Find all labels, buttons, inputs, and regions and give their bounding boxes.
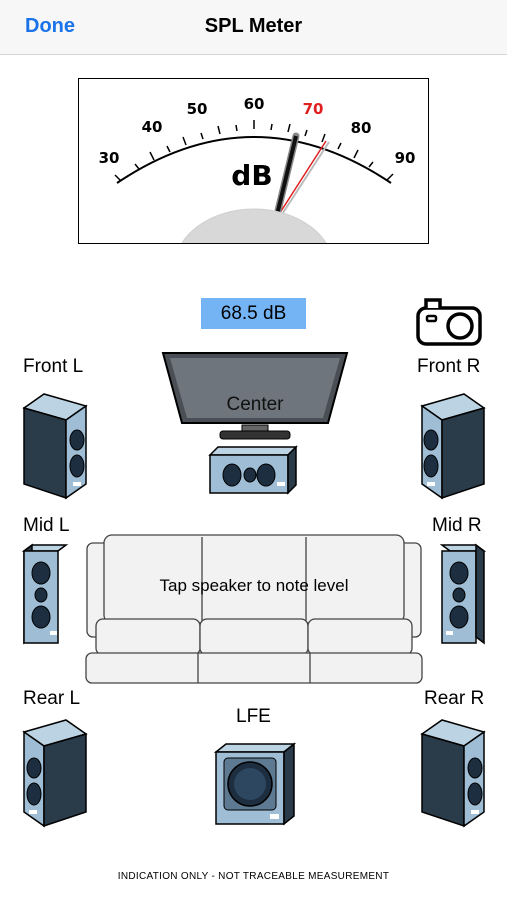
room-hint-text: Tap speaker to note level — [159, 576, 349, 595]
speaker-mid-l[interactable] — [21, 543, 69, 645]
needle-pivot-dome — [181, 208, 327, 243]
front-r-label: Front R — [417, 356, 481, 377]
tv-screen — [160, 350, 350, 445]
nav-bar: Done SPL Meter — [0, 0, 507, 55]
meter-needle — [274, 135, 298, 220]
speaker-rear-l[interactable] — [22, 718, 88, 828]
mid-r-label: Mid R — [432, 515, 482, 536]
scale-label-80: 80 — [351, 119, 372, 137]
done-button[interactable]: Done — [25, 15, 75, 37]
speaker-front-r[interactable] — [420, 392, 486, 500]
mid-l-label: Mid L — [23, 515, 70, 536]
scale-label-90: 90 — [395, 149, 416, 167]
lfe-label: LFE — [236, 706, 271, 727]
spl-meter-gauge: 30 40 50 60 70 80 90 dB — [78, 78, 429, 244]
reference-needle — [275, 140, 327, 220]
speaker-front-l[interactable] — [22, 392, 88, 500]
disclaimer-text: INDICATION ONLY - NOT TRACEABLE MEASUREM… — [117, 871, 390, 882]
speaker-mid-r[interactable] — [439, 543, 487, 645]
sofa — [84, 533, 424, 685]
page-title: SPL Meter — [204, 15, 303, 37]
spl-reading-value: 68.5 dB — [201, 298, 306, 329]
rear-r-label: Rear R — [424, 688, 485, 709]
scale-label-70: 70 — [303, 100, 324, 118]
speaker-lfe[interactable] — [213, 742, 297, 826]
speaker-rear-r[interactable] — [420, 718, 486, 828]
rear-l-label: Rear L — [23, 688, 81, 709]
scale-label-60: 60 — [244, 95, 265, 113]
speaker-center[interactable] — [208, 445, 298, 495]
scale-label-30: 30 — [99, 149, 120, 167]
scale-ticks — [114, 120, 394, 182]
camera-icon[interactable] — [414, 296, 484, 348]
center-label: Center — [226, 394, 284, 415]
meter-unit: dB — [231, 159, 272, 192]
front-l-label: Front L — [23, 356, 84, 377]
scale-label-50: 50 — [187, 100, 208, 118]
scale-label-40: 40 — [142, 118, 163, 136]
